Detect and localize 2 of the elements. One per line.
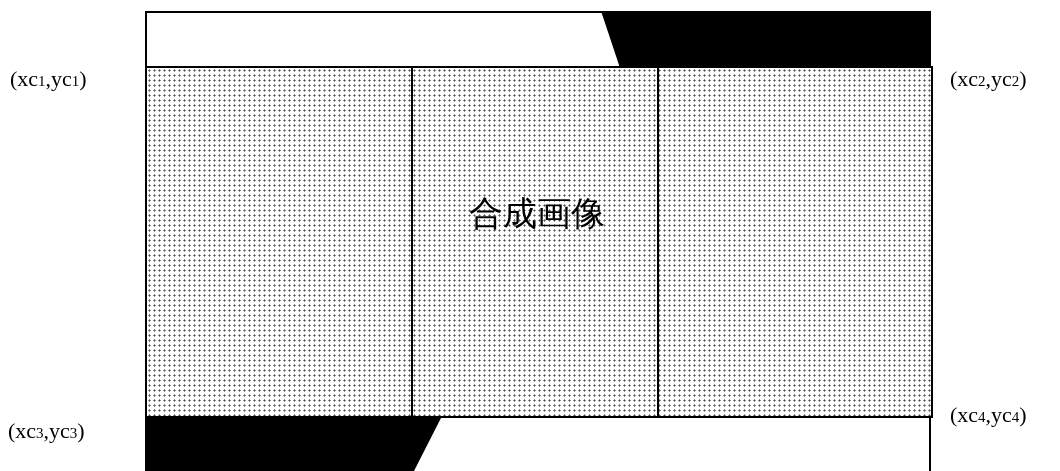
composite-image-area: [145, 66, 933, 418]
image-label: 合成画像: [469, 192, 605, 235]
